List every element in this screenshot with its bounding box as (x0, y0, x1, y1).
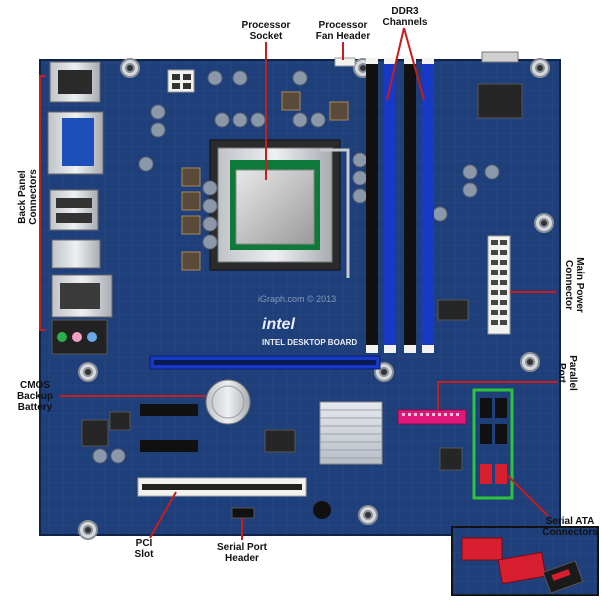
label-serial-port-header: Serial Port Header (216, 542, 268, 564)
label-processor-fan-header: Processor Fan Header (315, 20, 371, 42)
label-cmos-backup-battery: CMOS Backup Battery (16, 380, 54, 413)
sata-connectors (472, 388, 514, 500)
label-ddr3-channels: DDR3 Channels (382, 6, 428, 28)
cpu-socket (209, 139, 350, 278)
intel-logo: intel (262, 316, 295, 333)
cmos-battery (205, 379, 251, 425)
back-panel-ports (47, 61, 113, 355)
board-model-text: INTEL DESKTOP BOARD (262, 338, 358, 347)
vrm-components (92, 70, 500, 464)
pcie-x1-slot-1 (140, 404, 198, 416)
sata-inset-photo (451, 526, 599, 596)
label-back-panel-connectors: Back Panel Connectors (17, 169, 39, 225)
label-serial-ata-connectors: Serial ATA Connectors (542, 516, 598, 538)
pci-slot (137, 477, 307, 497)
watermark: iGraph.com © 2013 (258, 294, 337, 304)
parallel-port-header (397, 409, 467, 425)
callout-lines (39, 27, 558, 540)
super-io-chip (477, 83, 523, 119)
serial-port-header-pins (231, 507, 255, 519)
mounting-holes (78, 58, 554, 540)
label-parallel-port: Parallel Port (556, 355, 578, 391)
label-main-power-connector: Main Power Connector (563, 257, 585, 313)
label-processor-socket: Processor Socket (241, 20, 291, 42)
fan-header (334, 57, 356, 67)
label-pci-slot: PCI Slot (134, 538, 154, 560)
chipset-heatsink (319, 401, 383, 465)
pcie-x1-slot-2 (140, 440, 198, 452)
main-power-connector (487, 235, 511, 335)
dimm-slots (366, 58, 434, 353)
